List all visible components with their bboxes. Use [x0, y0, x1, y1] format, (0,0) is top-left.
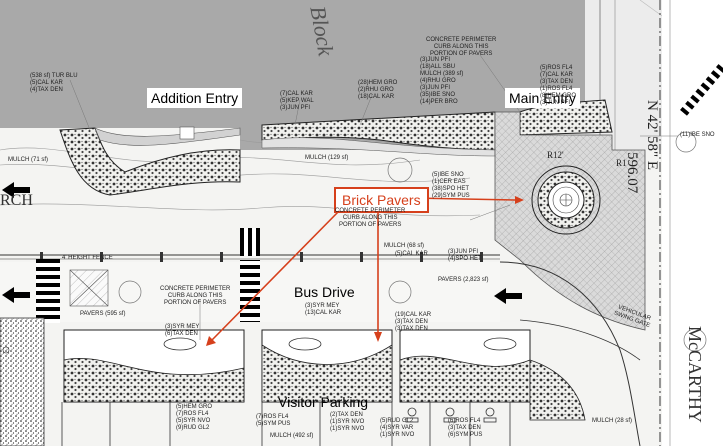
mulch-71-note: MULCH (71 sf) — [8, 157, 49, 163]
street-label-mccarthy: McCARTHY — [685, 326, 705, 423]
pavers-595-note: PAVERS (595 sf) — [80, 311, 126, 317]
plants-center-b-note: (28)HEM GRO (2)RHU GRO (18)CAL KAR — [358, 80, 398, 100]
plants-below-circle-note: (3)JUN PFI (4)SPO HET — [448, 249, 482, 262]
curb-note-top: CONCRETE PERIMETER CURB ALONG THIS PORTI… — [426, 37, 497, 57]
plants-main-b-note: (5)ROS FL4 (7)CAL KAR (3)TAX DEN (1)ROS … — [540, 65, 576, 106]
mulch-68-note: MULCH (68 sf) — [384, 243, 425, 249]
plants-right-note: (11)IBE SNO — [680, 132, 715, 138]
curb-note-mid: CONCRETE PERIMETER CURB ALONG THIS PORTI… — [335, 208, 406, 228]
mulch-129-note: MULCH (129 sf) — [305, 155, 349, 161]
plants-left-bed-note: (3)SYR MEY (6)TAX DEN — [165, 324, 200, 337]
plants-center-a-note: (7)CAL KAR (5)KEP WAL (3)JUN PFI — [280, 91, 314, 111]
plants-bottom-d-note: (5)RUD GL2 (4)SYR VAR (1)SYR NVO — [380, 418, 415, 438]
plants-bottom-c-note: (2)TAX DEN (1)SYR NVO (1)SYR NVO — [330, 412, 365, 432]
plants-cal-note: (5)CAL KAR — [395, 251, 428, 257]
main-entry-label: Main Entry — [505, 88, 580, 108]
radius-a-label: R12' — [547, 150, 564, 160]
plants-bus-b-note: (19)CAL KAR (3)TAX DEN (3)TAX DEN — [395, 312, 432, 332]
brick-pavers-label: Brick Pavers — [334, 187, 429, 213]
plants-bottom-left-note: (5)HEM GRO (7)ROS FL4 (5)SYR NVO (9)RUD … — [176, 404, 212, 431]
plants-addition-note: (538 sf) TUR BLU (5)CAL KAR (4)TAX DEN — [30, 73, 78, 93]
bearing-label: N 42' 58" E — [644, 100, 660, 171]
visitor-parking-label: Visitor Parking — [278, 394, 369, 410]
building-footprint — [0, 0, 585, 150]
plants-bottom-e-note: (6)ROS FL4 (3)TAX DEN (6)SYM PUS — [448, 418, 483, 438]
plants-main-a-note: (3)JUN PFI (18)ALL SBU MULCH (389 sf) (4… — [420, 57, 464, 105]
mulch-28-note: MULCH (28 sf) — [592, 418, 633, 424]
bus-drive-label: Bus Drive — [294, 284, 355, 300]
fence-note: 4' HEIGHT FENCE — [62, 255, 113, 261]
mulch-492-note: MULCH (492 sf) — [270, 433, 314, 439]
pavers-2823-note: PAVERS (2,823 sf) — [438, 277, 489, 283]
addition-entry-label: Addition Entry — [147, 88, 243, 108]
radius-b-label: R1 — [616, 158, 627, 168]
plants-bus-a-note: (3)SYR MEY (13)CAL KAR — [305, 303, 342, 316]
curb-note-left: CONCRETE PERIMETER CURB ALONG THIS PORTI… — [160, 286, 231, 306]
street-label-rch: RCH — [0, 192, 33, 209]
plants-bottom-mid-note: (7)ROS FL4 (5)SYM PUS — [256, 414, 291, 427]
plants-circle-note: (5)IBE SNO (1)CER EAS (38)SPO HET (29)SY… — [432, 172, 470, 199]
